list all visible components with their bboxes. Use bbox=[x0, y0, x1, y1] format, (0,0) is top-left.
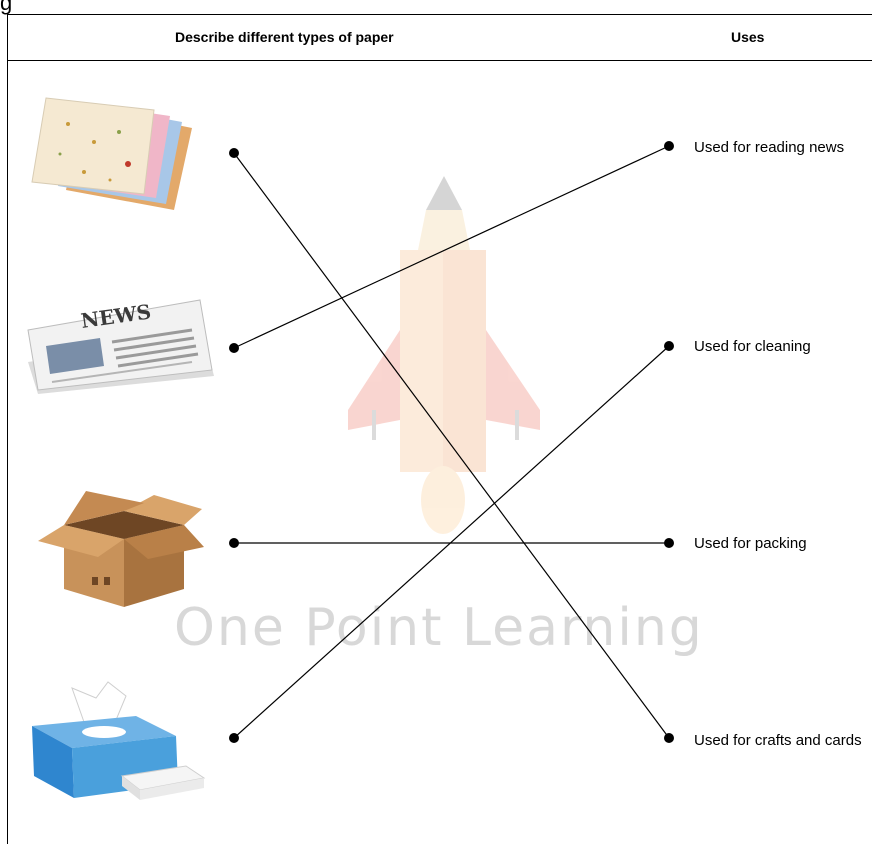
connector-line bbox=[233, 145, 670, 349]
use-label-reading-news: Used for reading news bbox=[694, 139, 845, 156]
left-dot bbox=[229, 343, 239, 353]
table-header-row: Describe different types of paper Uses bbox=[7, 14, 872, 61]
newspaper-image: NEWS bbox=[22, 290, 217, 405]
colored-paper-sheets-icon bbox=[31, 97, 192, 210]
use-label-crafts-cards: Used for crafts and cards bbox=[694, 732, 862, 749]
cardboard-box-image bbox=[34, 485, 204, 615]
page-title-fragment: g bbox=[0, 0, 13, 15]
newspaper-icon: NEWS bbox=[27, 299, 214, 394]
right-dot bbox=[664, 538, 674, 548]
craft-paper-image bbox=[24, 92, 204, 222]
right-dot bbox=[664, 733, 674, 743]
left-dot bbox=[229, 148, 239, 158]
right-dot bbox=[664, 141, 674, 151]
use-label-cleaning: Used for cleaning bbox=[694, 338, 811, 355]
cardboard-box-icon bbox=[38, 491, 204, 607]
use-label-packing: Used for packing bbox=[694, 535, 807, 552]
connector-line bbox=[233, 345, 670, 739]
left-dot bbox=[229, 733, 239, 743]
left-dot bbox=[229, 538, 239, 548]
connector-line bbox=[233, 152, 670, 739]
header-uses: Uses bbox=[731, 29, 765, 45]
right-dot bbox=[664, 341, 674, 351]
header-types-of-paper: Describe different types of paper bbox=[175, 29, 394, 45]
tissue-box-icon bbox=[32, 681, 206, 800]
matching-table bbox=[7, 14, 872, 844]
tissue-box-image bbox=[26, 680, 211, 810]
